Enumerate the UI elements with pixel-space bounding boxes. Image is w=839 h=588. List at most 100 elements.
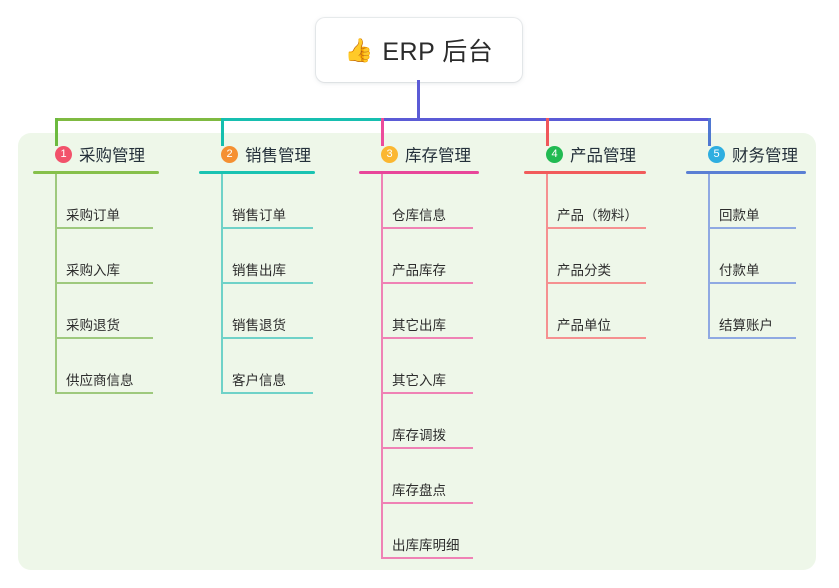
- branch-header-rule-3: [359, 171, 479, 174]
- branch-column-4: 4 产品管理产品（物料） 产品分类产品单位: [524, 142, 646, 339]
- branch-item-rule: [708, 227, 796, 229]
- branch-item-label: 产品分类: [557, 263, 611, 278]
- branch-title-5: 财务管理: [732, 147, 798, 165]
- branch-item-list-2: 销售订单销售出库销售退货客户信息: [199, 174, 315, 394]
- branch-title-1: 采购管理: [79, 147, 145, 165]
- branch-item-label: 仓库信息: [392, 208, 446, 223]
- branch-item[interactable]: 产品库存: [359, 229, 479, 284]
- branch-title-2: 销售管理: [245, 147, 311, 165]
- branch-header-4[interactable]: 4 产品管理: [524, 142, 646, 166]
- branch-item-rule: [221, 392, 313, 394]
- branch-item-label: 结算账户: [719, 318, 773, 333]
- branch-item-rule: [55, 227, 153, 229]
- branch-drop-line-1: [55, 118, 58, 146]
- branch-spine-4: [546, 174, 548, 339]
- branch-item[interactable]: 产品单位: [524, 284, 646, 339]
- branch-title-3: 库存管理: [405, 147, 471, 165]
- branch-item-rule: [381, 227, 473, 229]
- branch-item-label: 回款单: [719, 208, 760, 223]
- branch-item-label: 出库库明细: [392, 538, 460, 553]
- branch-spine-3: [381, 174, 383, 559]
- branch-item[interactable]: 采购入库: [33, 229, 159, 284]
- branch-column-2: 2 销售管理销售订单销售出库销售退货客户信息: [199, 142, 315, 394]
- branch-number-badge-4: 4: [546, 145, 563, 163]
- branch-item-rule: [381, 282, 473, 284]
- branch-item-label: 产品单位: [557, 318, 611, 333]
- branch-item[interactable]: 其它入库: [359, 339, 479, 394]
- branch-title-4: 产品管理: [570, 147, 636, 165]
- branch-item-label: 销售出库: [232, 263, 286, 278]
- branch-item[interactable]: 结算账户: [686, 284, 806, 339]
- branch-header-rule-1: [33, 171, 159, 174]
- branch-item[interactable]: 采购退货: [33, 284, 159, 339]
- branch-item-label: 采购入库: [66, 263, 120, 278]
- root-node-title: ERP 后台: [382, 38, 494, 66]
- branch-item-rule: [55, 392, 153, 394]
- branch-item-rule: [381, 557, 473, 559]
- branch-item[interactable]: 付款单: [686, 229, 806, 284]
- branch-item[interactable]: 出库库明细: [359, 504, 479, 559]
- branch-item-label: 产品库存: [392, 263, 446, 278]
- branch-item-rule: [55, 282, 153, 284]
- branch-item[interactable]: 销售订单: [199, 174, 315, 229]
- branch-number-badge-5: 5: [708, 145, 725, 163]
- branch-item[interactable]: 供应商信息: [33, 339, 159, 394]
- branch-item[interactable]: 采购订单: [33, 174, 159, 229]
- branch-item-rule: [381, 337, 473, 339]
- branch-header-2[interactable]: 2 销售管理: [199, 142, 315, 166]
- branch-item-label: 采购退货: [66, 318, 120, 333]
- branch-drop-line-5: [708, 118, 711, 146]
- branch-item-rule: [546, 282, 646, 284]
- branch-item-rule: [381, 447, 473, 449]
- branch-spine-5: [708, 174, 710, 339]
- branch-item-rule: [381, 502, 473, 504]
- branch-item-rule: [546, 227, 646, 229]
- root-stem-line: [417, 80, 420, 121]
- branch-drop-line-3: [381, 118, 384, 146]
- branch-item-label: 供应商信息: [66, 373, 134, 388]
- branch-item-rule: [546, 337, 646, 339]
- branch-item[interactable]: 产品（物料）: [524, 174, 646, 229]
- branch-item-label: 客户信息: [232, 373, 286, 388]
- branch-item-label: 销售退货: [232, 318, 286, 333]
- branch-item-label: 采购订单: [66, 208, 120, 223]
- branch-item[interactable]: 库存盘点: [359, 449, 479, 504]
- branch-item-label: 库存盘点: [392, 483, 446, 498]
- branch-number-badge-3: 3: [381, 145, 398, 163]
- branch-header-rule-2: [199, 171, 315, 174]
- branch-item[interactable]: 回款单: [686, 174, 806, 229]
- branch-header-rule-5: [686, 171, 806, 174]
- branch-item-list-3: 仓库信息产品库存其它出库其它入库库存调拨库存盘点出库库明细: [359, 174, 479, 559]
- branch-item[interactable]: 其它出库: [359, 284, 479, 339]
- branch-item-rule: [381, 392, 473, 394]
- branch-item-list-4: 产品（物料） 产品分类产品单位: [524, 174, 646, 339]
- branch-item-label: 其它出库: [392, 318, 446, 333]
- branch-header-rule-4: [524, 171, 646, 174]
- branch-item-rule: [55, 337, 153, 339]
- branch-header-3[interactable]: 3 库存管理: [359, 142, 479, 166]
- branch-spine-2: [221, 174, 223, 394]
- branch-number-badge-2: 2: [221, 145, 238, 163]
- branch-item[interactable]: 客户信息: [199, 339, 315, 394]
- branch-item-list-1: 采购订单采购入库采购退货供应商信息: [33, 174, 159, 394]
- branch-item-list-5: 回款单付款单结算账户: [686, 174, 806, 339]
- root-node-card[interactable]: 👍 ERP 后台: [316, 18, 522, 82]
- branch-header-5[interactable]: 5 财务管理: [686, 142, 806, 166]
- branch-item[interactable]: 销售退货: [199, 284, 315, 339]
- branch-item-rule: [708, 337, 796, 339]
- branch-item[interactable]: 仓库信息: [359, 174, 479, 229]
- branch-item-rule: [221, 337, 313, 339]
- branch-column-3: 3 库存管理仓库信息产品库存其它出库其它入库库存调拨库存盘点出库库明细: [359, 142, 479, 559]
- branch-item-label: 销售订单: [232, 208, 286, 223]
- branch-item[interactable]: 库存调拨: [359, 394, 479, 449]
- branch-item-rule: [221, 282, 313, 284]
- branch-column-5: 5 财务管理回款单付款单结算账户: [686, 142, 806, 339]
- branch-item[interactable]: 销售出库: [199, 229, 315, 284]
- branch-item[interactable]: 产品分类: [524, 229, 646, 284]
- trunk-segment-left: [55, 118, 224, 121]
- branch-drop-line-2: [221, 118, 224, 146]
- branch-item-rule: [708, 282, 796, 284]
